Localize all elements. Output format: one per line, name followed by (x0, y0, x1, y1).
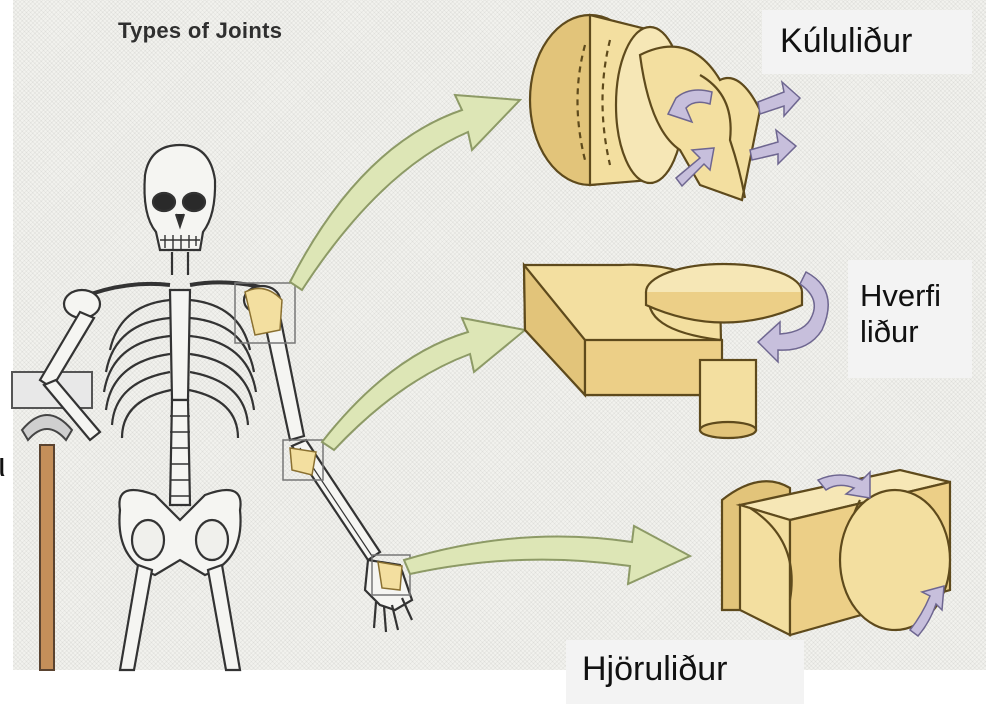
ball-socket-joint (530, 15, 760, 200)
hinge-joint (722, 470, 950, 635)
label-ball-joint: Kúluliður (762, 10, 972, 74)
label-pivot-line1: Hverfi (860, 278, 972, 314)
pivot-joint (524, 264, 802, 438)
highlighted-joints (235, 283, 410, 595)
label-pivot-line2: liður (860, 314, 972, 350)
label-hinge-joint: Hjöruliður (566, 640, 804, 704)
label-pivot-joint: Hverfi liður (848, 260, 972, 378)
edge-glyph: ι (0, 446, 6, 485)
